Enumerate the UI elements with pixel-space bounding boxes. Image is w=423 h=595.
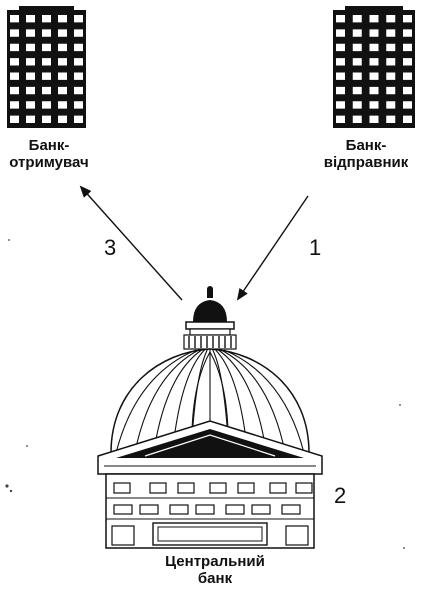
sender-bank-building-icon [333,6,415,128]
receiver-bank-building-icon [7,6,86,128]
central-bank-label: Центральний банк [126,553,304,587]
central-bank-label-line2: банк [197,570,233,587]
sender-bank-label: Банк- відправник [309,137,423,171]
arrow-sender-to-central [236,195,309,301]
arrow-central-to-receiver [79,185,183,301]
receiver-bank-label-line1: Банк- [28,137,70,154]
receiver-bank-label-line2: отримувач [9,154,89,171]
central-bank-label-line1: Центральний [165,553,265,570]
sender-bank-label-line2: відправник [323,154,409,171]
central-bank-building-icon [97,286,323,549]
step-3-label: 3 [104,235,117,260]
receiver-bank-label: Банк- отримувач [6,137,92,171]
step-2-label: 2 [334,483,347,508]
sender-bank-label-line1: Банк- [345,137,387,154]
step-1-label: 1 [309,235,322,260]
